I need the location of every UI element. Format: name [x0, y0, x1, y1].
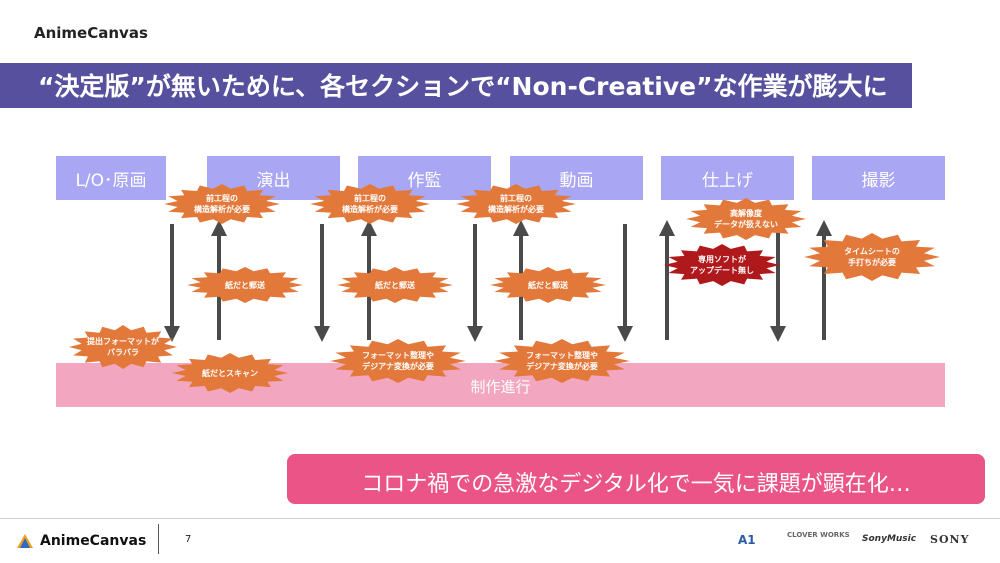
- section-layout-genga: L/O･原画: [56, 156, 166, 200]
- burst-scan: 紙だとスキャン: [202, 368, 258, 378]
- production-band-label: 制作進行: [470, 378, 531, 396]
- burst-analysis-2: 前工程の 構造解析が必要: [342, 194, 398, 214]
- animecanvas-logo-icon: [17, 534, 33, 548]
- burst-shape: [310, 184, 430, 224]
- burst-shape: [172, 353, 288, 393]
- section-shiage: 仕上げ: [661, 156, 794, 200]
- burst-mail-2: 紙だと郵送: [375, 280, 415, 290]
- footer-divider-line: [0, 518, 1000, 519]
- callout-box: [287, 454, 985, 504]
- section-satsuei: 撮影: [812, 156, 945, 200]
- section-douga: 動画: [510, 156, 643, 200]
- burst-software: 専用ソフトが アップデート無し: [690, 255, 754, 275]
- burst-timesheet: タイムシートの 手打ちが必要: [844, 247, 900, 267]
- headline-bar: [0, 63, 912, 108]
- headline-text: “決定版”が無いために、各セクションで“Non-Creative”な作業が膨大に: [38, 72, 888, 101]
- burst-shape: [330, 339, 466, 383]
- burst-mail-3: 紙だと郵送: [528, 280, 568, 290]
- burst-shape: [494, 339, 630, 383]
- burst-analysis-1: 前工程の 構造解析が必要: [194, 194, 250, 214]
- burst-shape: [664, 244, 780, 286]
- burst-high-res: 高解像度 データが扱えない: [714, 209, 778, 229]
- burst-shape: [686, 198, 806, 240]
- brand-title: AnimeCanvas: [34, 24, 148, 42]
- burst-convert-2: フォーマット整理や デジアナ変換が必要: [526, 351, 598, 371]
- logo-cloverworks: CLOVER WORKS: [787, 531, 850, 539]
- footer-vertical-divider: [158, 524, 159, 554]
- burst-analysis-3: 前工程の 構造解析が必要: [488, 194, 544, 214]
- burst-shape: [456, 184, 576, 224]
- burst-mail-1: 紙だと郵送: [225, 280, 265, 290]
- burst-shape: [69, 325, 177, 369]
- logo-sony-music: SonyMusic: [862, 534, 917, 544]
- burst-convert-1: フォーマット整理や デジアナ変換が必要: [362, 351, 434, 371]
- callout-text: コロナ禍での急激なデジタル化で一気に課題が顕在化…: [361, 472, 911, 497]
- logo-sony: SONY: [930, 533, 970, 546]
- page-number: 7: [185, 534, 192, 545]
- burst-shape: [490, 267, 606, 303]
- burst-shape: [804, 233, 940, 281]
- burst-shape: [337, 267, 453, 303]
- footer-brand: AnimeCanvas: [40, 533, 147, 549]
- burst-format: 提出フォーマットが バラバラ: [87, 337, 159, 357]
- burst-shape: [164, 184, 280, 224]
- logo-a1-pictures: A1: [738, 533, 756, 547]
- burst-shape: [187, 267, 303, 303]
